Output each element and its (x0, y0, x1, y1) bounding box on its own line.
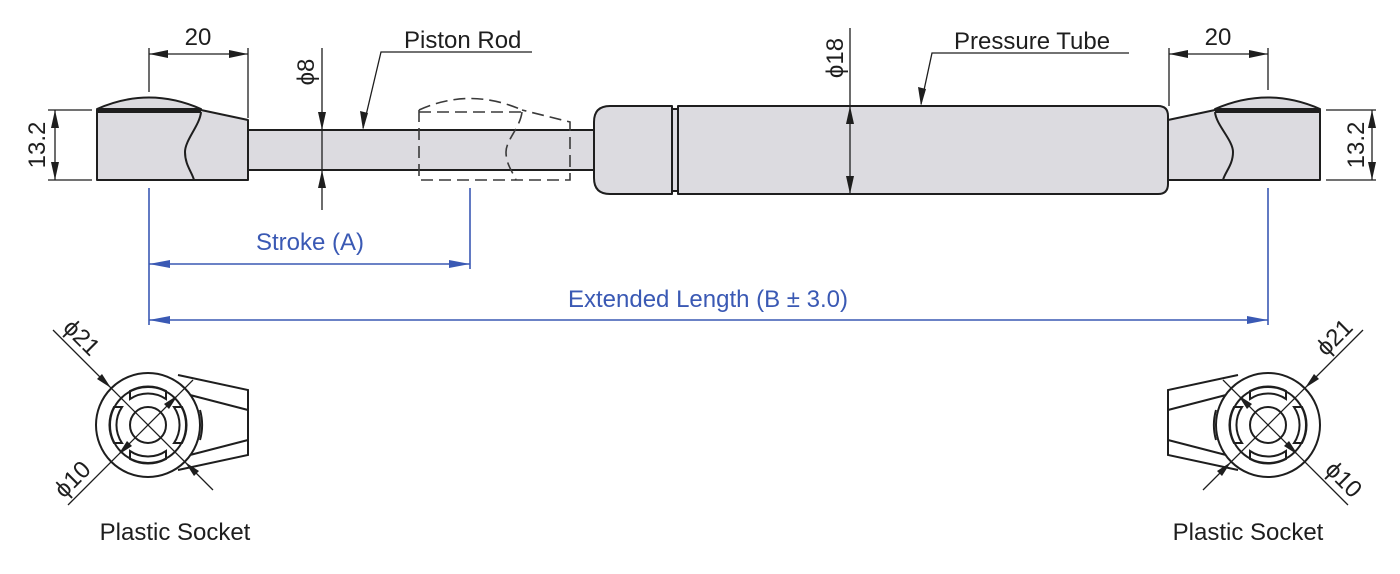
dim-rod-diameter-label: ϕ8 (293, 59, 320, 86)
dim-right-end-length-label: 20 (1205, 24, 1232, 51)
right-socket-outer-diameter: ϕ21 (1311, 314, 1358, 361)
right-socket-label: Plastic Socket (1173, 519, 1324, 546)
stroke-label: Stroke (A) (256, 229, 364, 256)
left-socket-inner-diameter: ϕ10 (49, 456, 96, 503)
pressure-tube (593, 105, 1169, 195)
left-socket-label: Plastic Socket (100, 519, 251, 546)
dim-rod-diameter: ϕ8 (293, 48, 326, 210)
right-socket-view: ϕ21 ϕ10 (1167, 314, 1367, 506)
dim-right-end-length: 20 (1168, 24, 1269, 106)
retracted-fitting-outline (418, 97, 571, 181)
dim-tube-diameter: ϕ18 (822, 28, 854, 194)
left-socket-outer-diameter: ϕ21 (58, 314, 105, 361)
right-socket-inner-diameter: ϕ10 (1320, 456, 1367, 503)
pressure-tube-leader: Pressure Tube (918, 28, 1129, 106)
dim-left-end-length: 20 (148, 24, 249, 118)
dim-tube-diameter-label: ϕ18 (822, 38, 849, 78)
piston-rod-label: Piston Rod (404, 27, 521, 54)
extended-length-label: Extended Length (B ± 3.0) (568, 286, 848, 313)
right-end-fitting (1167, 96, 1321, 181)
dim-left-end-length-label: 20 (185, 24, 212, 51)
dim-left-end-height-label: 13.2 (24, 122, 51, 169)
left-end-fitting (96, 96, 249, 181)
dim-right-end-height-label: 13.2 (1343, 122, 1370, 169)
pressure-tube-label: Pressure Tube (954, 28, 1110, 55)
dim-stroke: Stroke (A) (148, 188, 471, 325)
dim-left-end-height: 13.2 (24, 109, 92, 181)
dim-right-end-height: 13.2 (1326, 109, 1376, 181)
piston-rod (247, 129, 599, 171)
dim-extended-length: Extended Length (B ± 3.0) (149, 188, 1269, 325)
left-socket-view: ϕ21 ϕ10 (49, 314, 249, 506)
piston-rod-leader: Piston Rod (360, 27, 532, 130)
